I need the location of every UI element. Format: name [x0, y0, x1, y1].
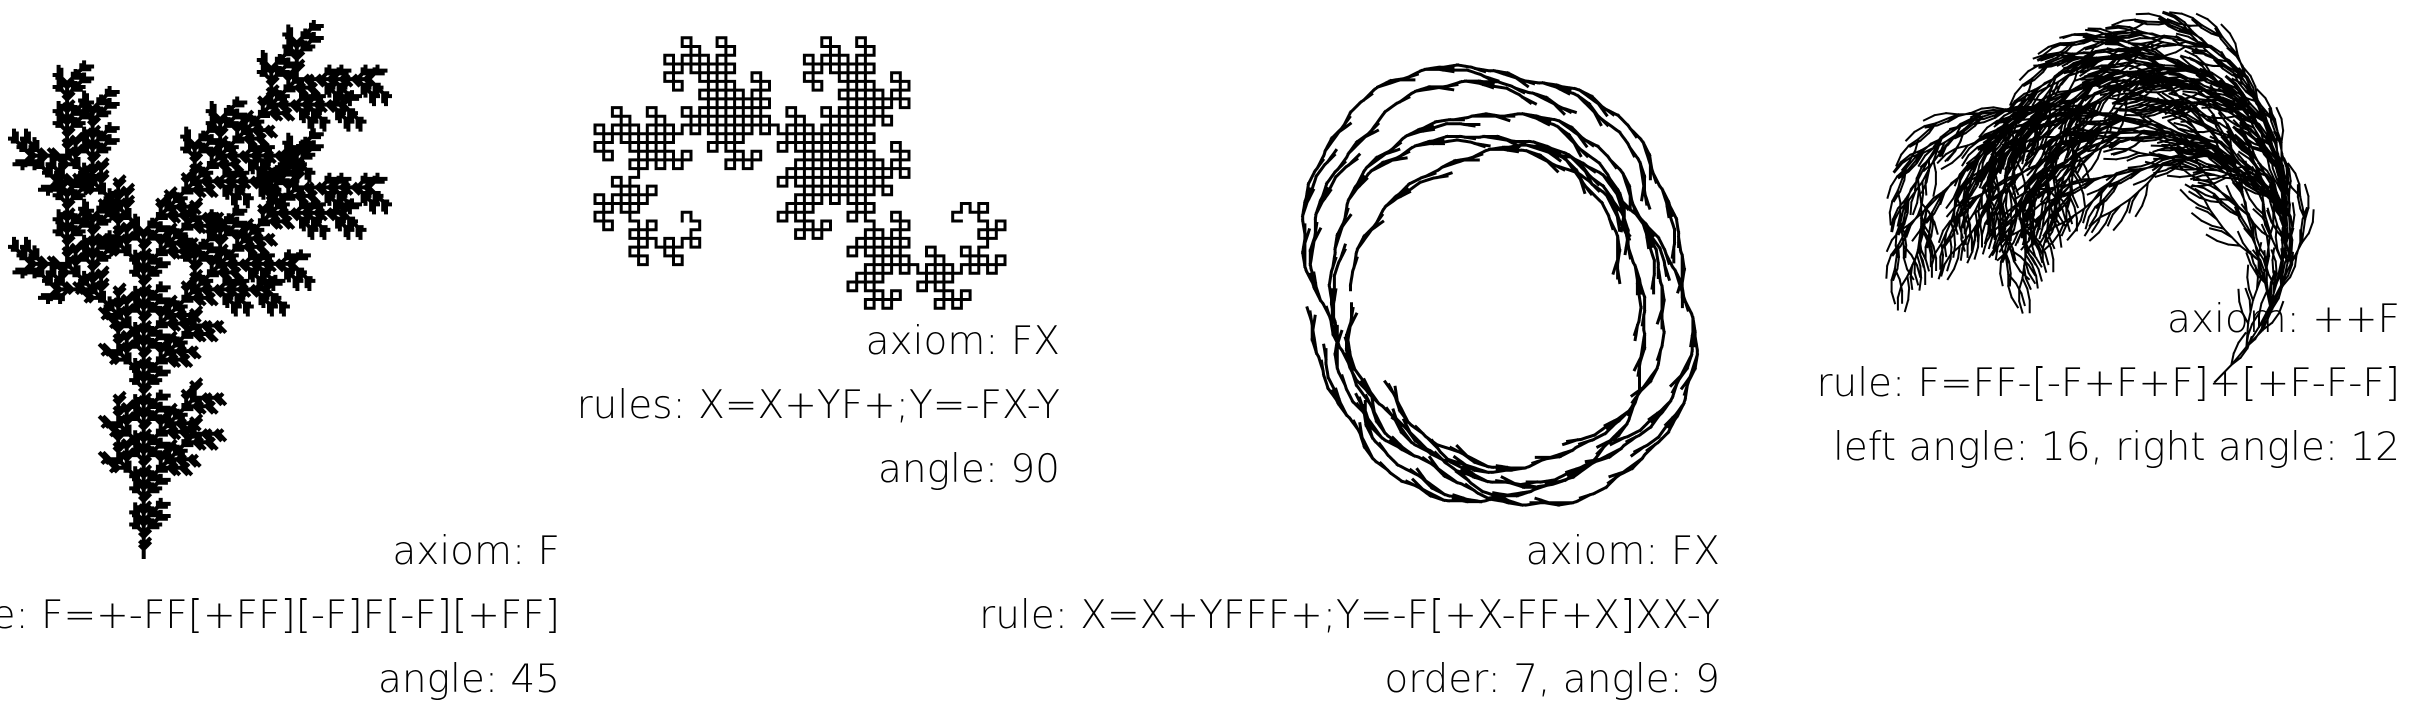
- caption-1: axiom: F rule: F=+-FF[+FF][-F]F[-F][+FF]…: [0, 520, 560, 712]
- figure-4: axiom: ++F rule: F=FF-[-F+F+F]+[+F-F-F] …: [1730, 0, 2410, 713]
- caption-3-axiom: axiom: FX: [1525, 529, 1720, 574]
- caption-1-rule: rule: F=+-FF[+FF][-F]F[-F][+FF]: [0, 593, 560, 638]
- lsystem-plant-1: [8, 20, 392, 559]
- caption-2-angle: angle: 90: [877, 447, 1060, 492]
- lsystem-plant-4: [1885, 10, 2315, 384]
- caption-3-order: order: 7, angle: 9: [1384, 657, 1720, 702]
- caption-2-axiom: axiom: FX: [865, 319, 1060, 364]
- figure-3: axiom: FX rule: X=X+YFFF+;Y=-F[+X-FF+X]X…: [979, 0, 1730, 713]
- caption-4-rule: rule: F=FF-[-F+F+F]+[+F-F-F]: [1816, 361, 2400, 406]
- lsystem-ring-3: [1300, 63, 1700, 507]
- caption-2: axiom: FX rules: X=X+YF+;Y=-FX-Y angle: …: [577, 310, 1060, 502]
- caption-1-axiom: axiom: F: [392, 529, 560, 574]
- caption-4-angle: left angle: 16, right angle: 12: [1832, 425, 2400, 470]
- caption-3-rule: rule: X=X+YFFF+;Y=-F[+X-FF+X]XX-Y: [979, 593, 1720, 638]
- caption-4-axiom: axiom: ++F: [2167, 297, 2400, 342]
- caption-2-rules: rules: X=X+YF+;Y=-FX-Y: [576, 383, 1060, 428]
- figure-1: axiom: F rule: F=+-FF[+FF][-F]F[-F][+FF]…: [0, 0, 570, 713]
- caption-1-angle: angle: 45: [377, 657, 560, 702]
- caption-3: axiom: FX rule: X=X+YFFF+;Y=-F[+X-FF+X]X…: [979, 520, 1720, 712]
- figure-2: axiom: FX rules: X=X+YF+;Y=-FX-Y angle: …: [570, 0, 1070, 713]
- lsystem-dragon-2: [593, 36, 1007, 310]
- caption-4: axiom: ++F rule: F=FF-[-F+F+F]+[+F-F-F] …: [1816, 288, 2400, 480]
